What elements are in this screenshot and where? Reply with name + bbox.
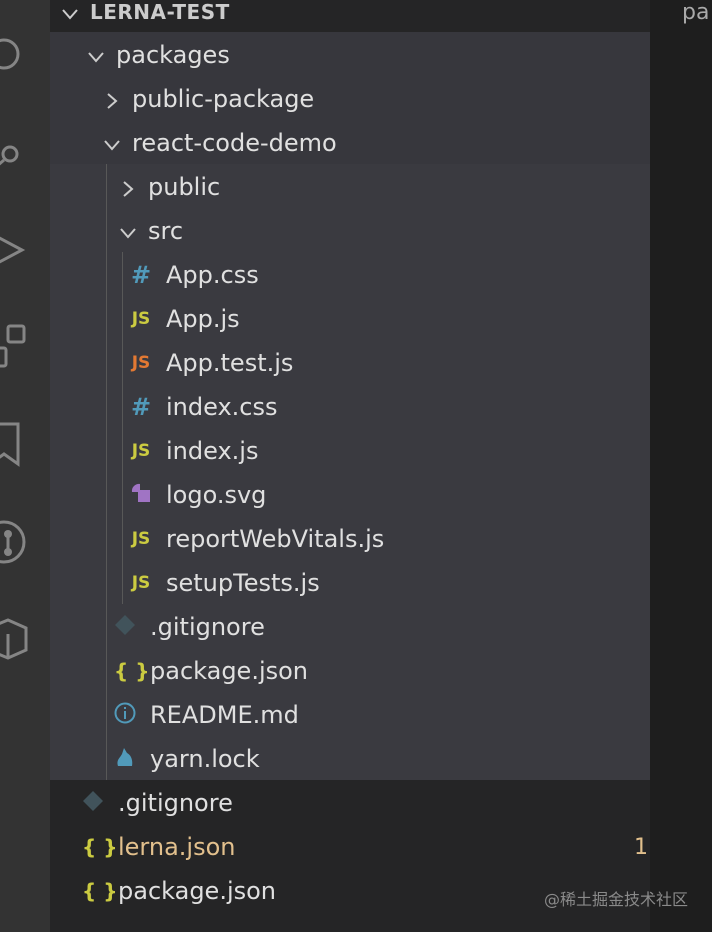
tree-file-logo-svg[interactable]: logo.svg bbox=[50, 473, 712, 517]
chevron-right-icon bbox=[102, 89, 122, 109]
file-label: package.json bbox=[150, 657, 309, 685]
chevron-down-icon bbox=[102, 133, 122, 153]
folder-label: public bbox=[148, 173, 221, 201]
file-label: lerna.json bbox=[118, 833, 236, 861]
package-box-icon[interactable] bbox=[0, 614, 28, 662]
git-graph-icon[interactable] bbox=[0, 518, 28, 566]
css-file-icon: # bbox=[130, 261, 152, 289]
tree-folder-react-code-demo[interactable]: react-code-demo bbox=[50, 121, 702, 165]
packages-folder-band bbox=[50, 32, 650, 164]
file-label: README.md bbox=[150, 701, 299, 729]
tree-file-lerna-json[interactable]: { } lerna.json 1 bbox=[50, 825, 682, 869]
tree-file-index-js[interactable]: JS index.js bbox=[50, 429, 712, 473]
chevron-right-icon bbox=[118, 177, 138, 197]
editor-tab-label[interactable]: pa bbox=[682, 0, 710, 25]
tree-file-readme[interactable]: README.md bbox=[50, 693, 712, 737]
yarn-icon bbox=[114, 746, 136, 773]
tree-file-yarn-lock[interactable]: yarn.lock bbox=[50, 737, 712, 781]
info-icon bbox=[114, 702, 136, 729]
tree-folder-packages[interactable]: packages bbox=[50, 33, 686, 77]
react-code-demo-folder-band bbox=[50, 164, 650, 780]
root-folder-label: LERNA-TEST bbox=[90, 0, 230, 24]
explorer-root-header[interactable]: LERNA-TEST bbox=[50, 0, 660, 34]
js-file-icon: JS bbox=[131, 309, 151, 329]
tree-folder-src[interactable]: src bbox=[50, 209, 712, 253]
tree-file-package-json-root[interactable]: { } package.json bbox=[50, 869, 682, 913]
indent-guide bbox=[106, 164, 107, 780]
tree-file-app-test-js[interactable]: JS App.test.js bbox=[50, 341, 712, 385]
editor-area: pa bbox=[650, 0, 712, 932]
folder-label: src bbox=[148, 217, 184, 245]
json-file-icon: { } bbox=[114, 659, 150, 683]
js-test-file-icon: JS bbox=[131, 353, 151, 373]
file-label: setupTests.js bbox=[166, 569, 320, 597]
file-label: App.test.js bbox=[166, 349, 294, 377]
source-control-icon[interactable] bbox=[0, 128, 28, 176]
file-label: package.json bbox=[118, 877, 277, 905]
tree-file-package-json-inner[interactable]: { } package.json bbox=[50, 649, 712, 693]
file-label: App.css bbox=[166, 261, 259, 289]
folder-label: packages bbox=[116, 41, 230, 69]
folder-label: public-package bbox=[132, 85, 315, 113]
watermark: @稀土掘金技术社区 bbox=[543, 890, 688, 909]
tree-folder-public[interactable]: public bbox=[50, 165, 712, 209]
activity-bar bbox=[0, 0, 50, 932]
search-icon[interactable] bbox=[0, 30, 28, 78]
tree-file-index-css[interactable]: # index.css bbox=[50, 385, 712, 429]
file-label: yarn.lock bbox=[150, 745, 260, 773]
js-file-icon: JS bbox=[131, 573, 151, 593]
problem-count-badge: 1 bbox=[634, 834, 648, 860]
tree-file-gitignore-inner[interactable]: .gitignore bbox=[50, 605, 712, 649]
tree-file-setup-tests[interactable]: JS setupTests.js bbox=[50, 561, 712, 605]
js-file-icon: JS bbox=[131, 529, 151, 549]
file-label: index.js bbox=[166, 437, 259, 465]
git-file-icon bbox=[82, 790, 104, 817]
svg-file-icon bbox=[130, 482, 152, 509]
file-label: .gitignore bbox=[150, 613, 265, 641]
run-debug-icon[interactable] bbox=[0, 226, 28, 274]
file-label: App.js bbox=[166, 305, 240, 333]
git-file-icon bbox=[114, 614, 136, 641]
js-file-icon: JS bbox=[131, 441, 151, 461]
indent-guide bbox=[122, 252, 123, 604]
file-label: .gitignore bbox=[118, 789, 233, 817]
tree-file-report-web-vitals[interactable]: JS reportWebVitals.js bbox=[50, 517, 712, 561]
folder-label: react-code-demo bbox=[132, 129, 337, 157]
json-file-icon: { } bbox=[82, 835, 118, 859]
extensions-icon[interactable] bbox=[0, 322, 28, 370]
tree-file-app-css[interactable]: # App.css bbox=[50, 253, 712, 297]
file-label: index.css bbox=[166, 393, 278, 421]
file-label: logo.svg bbox=[166, 481, 267, 509]
tree-file-gitignore-root[interactable]: .gitignore bbox=[50, 781, 682, 825]
bookmark-icon[interactable] bbox=[0, 420, 28, 468]
file-label: reportWebVitals.js bbox=[166, 525, 385, 553]
chevron-down-icon bbox=[60, 2, 80, 22]
tree-folder-public-package[interactable]: public-package bbox=[50, 77, 702, 121]
tree-file-app-js[interactable]: JS App.js bbox=[50, 297, 712, 341]
chevron-down-icon bbox=[86, 45, 106, 65]
css-file-icon: # bbox=[130, 393, 152, 421]
chevron-down-icon bbox=[118, 221, 138, 241]
json-file-icon: { } bbox=[82, 879, 118, 903]
